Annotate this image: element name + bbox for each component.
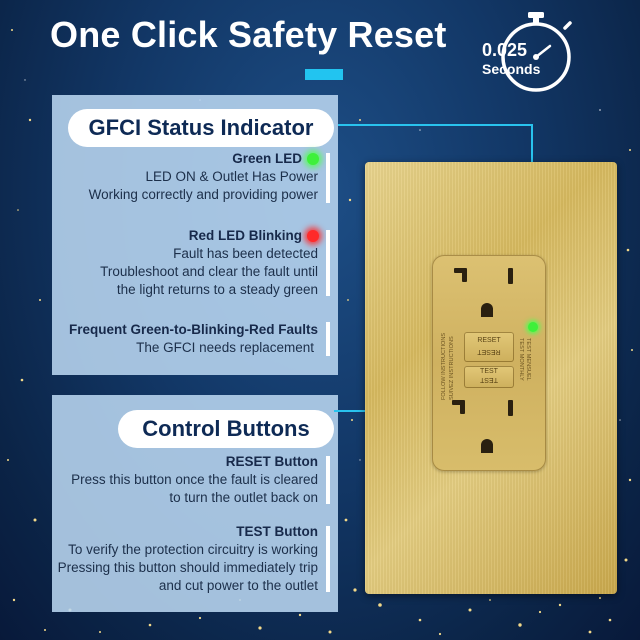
gfci-outlet [432,255,546,471]
outlet-status-led [528,322,538,332]
suivez-instructions-text: SUIVEZ INSTRUCTIONS [449,336,455,400]
divider-bar [326,456,330,504]
green-led-line-1: LED ON & Outlet Has Power [145,169,318,184]
connector-line [338,124,532,126]
test-line-1: To verify the protection circuitry is wo… [68,542,318,557]
reset-label: RESET [477,337,501,344]
stopwatch-icon [501,12,572,92]
faults-line-1: The GFCI needs replacement [136,340,314,355]
test-mensuel-text: TEST MENSUEL [525,338,531,381]
controls-heading: Control Buttons [118,410,334,448]
divider-bar [326,230,330,296]
red-led-line-1: Fault has been detected [173,246,318,261]
test-monthly-text: TEST MONTHLY [518,338,524,381]
test-line-2: Pressing this button should immediately … [57,560,318,575]
page-title: One Click Safety Reset [50,14,447,55]
red-led-line-3: the light returns to a steady green [116,282,318,297]
reset-label-inverted: RESET [477,348,501,355]
test-button-title: TEST Button [236,524,318,539]
reset-line-1: Press this button once the fault is clea… [71,472,318,487]
test-label-inverted: TEST [480,376,498,383]
follow-instructions-text: FOLLOW INSTRUCTIONS [441,332,447,400]
test-label: TEST [480,368,498,375]
title-accent-bar [305,69,343,80]
timer-unit: Seconds [482,61,541,77]
red-led-title: Red LED Blinking [188,228,302,243]
test-button[interactable]: TEST TEST [464,366,514,388]
status-heading: GFCI Status Indicator [68,109,334,147]
timer-value: 0.025 [482,40,528,60]
reset-line-2: to turn the outlet back on [169,490,318,505]
red-led-indicator [307,230,319,242]
divider-bar [326,153,330,203]
green-led-indicator [307,153,319,165]
test-line-3: and cut power to the outlet [158,578,318,593]
green-led-line-2: Working correctly and providing power [88,187,318,202]
divider-bar [326,526,330,592]
red-led-line-2: Troubleshoot and clear the fault until [100,264,318,279]
reset-button-title: RESET Button [225,454,318,469]
green-led-title: Green LED [232,151,302,166]
divider-bar [326,322,330,356]
faults-title: Frequent Green-to-Blinking-Red Faults [68,322,318,337]
outlet-slots [452,268,513,453]
reset-button[interactable]: RESET RESET [464,332,514,362]
